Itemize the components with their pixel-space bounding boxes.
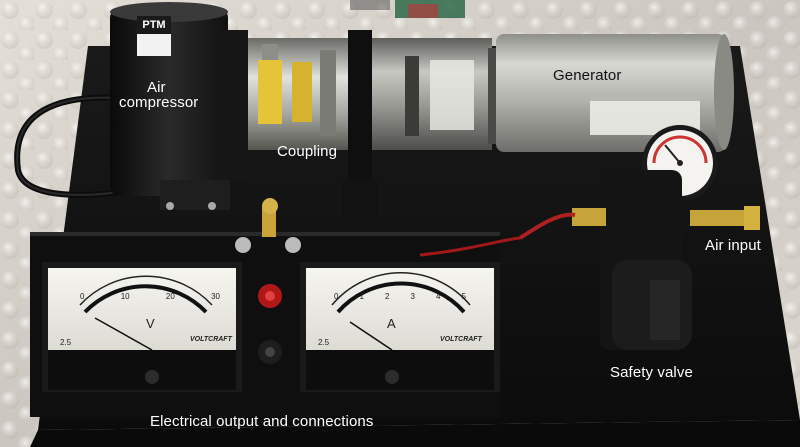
- label-air-compressor: Air: [147, 79, 166, 96]
- label-air-compressor-2: compressor: [119, 94, 199, 111]
- ammeter-tick-3: 3: [410, 292, 415, 301]
- ammeter-tick-0: 0: [334, 292, 339, 301]
- air-compressor: [110, 2, 248, 210]
- label-air-compressor-line1: Air: [147, 79, 166, 96]
- ammeter-brand: VOLTCRAFT: [440, 336, 482, 343]
- voltmeter-tick-20: 20: [165, 292, 175, 301]
- ammeter: [300, 262, 500, 392]
- label-coupling: Coupling: [277, 143, 338, 160]
- voltmeter-tick-0: 0: [80, 292, 85, 301]
- voltmeter-class: 2.5: [60, 338, 72, 347]
- voltmeter: [42, 262, 242, 392]
- voltmeter-scale: 0 10 20 30: [80, 292, 220, 301]
- ammeter-class: 2.5: [318, 338, 330, 347]
- label-air-input: Air input: [705, 237, 761, 254]
- ammeter-scale: 0 1 2 3 4 5: [334, 292, 466, 301]
- ptm-logo: PTM: [142, 19, 166, 31]
- label-generator: Generator: [553, 67, 622, 84]
- voltmeter-tick-10: 10: [120, 292, 130, 301]
- ammeter-tick-5: 5: [461, 292, 466, 301]
- ammeter-tick-2: 2: [385, 292, 390, 301]
- voltmeter-tick-30: 30: [211, 292, 220, 301]
- voltmeter-brand: VOLTCRAFT: [190, 336, 232, 343]
- generator: [496, 34, 734, 152]
- ammeter-unit: A: [387, 316, 396, 331]
- ammeter-tick-4: 4: [436, 292, 441, 301]
- pressure-regulator: [518, 125, 760, 350]
- ammeter-tick-1: 1: [359, 292, 364, 301]
- label-safety-valve: Safety valve: [610, 364, 693, 381]
- voltmeter-unit: V: [146, 316, 155, 331]
- gearbox: [372, 38, 498, 150]
- label-electrical: Electrical output and connections: [150, 413, 374, 430]
